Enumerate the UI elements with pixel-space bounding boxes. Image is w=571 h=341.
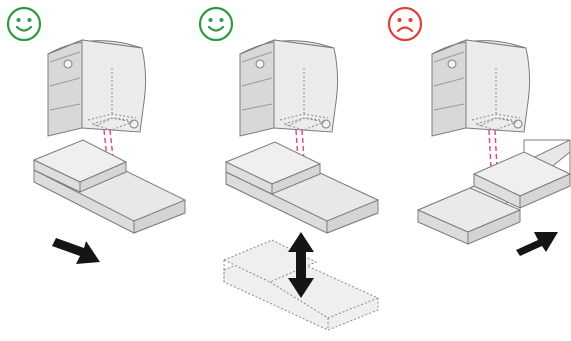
panel-2 <box>198 6 379 331</box>
stepped-object <box>32 139 186 234</box>
panel-3 <box>387 6 571 256</box>
double-arrow-vertical-icon <box>288 232 314 298</box>
smiley-sad-icon <box>387 6 423 42</box>
smiley-happy-icon <box>6 6 42 42</box>
sensor-box <box>47 39 147 137</box>
panel-1 <box>6 6 186 264</box>
stepped-object <box>224 141 379 234</box>
stepped-object <box>416 139 571 245</box>
sensor-box <box>239 39 339 137</box>
smiley-happy-icon <box>198 6 234 42</box>
arrow-up-right-icon <box>516 232 558 256</box>
sensor-box <box>431 39 531 137</box>
arrow-down-right-icon <box>52 238 100 264</box>
